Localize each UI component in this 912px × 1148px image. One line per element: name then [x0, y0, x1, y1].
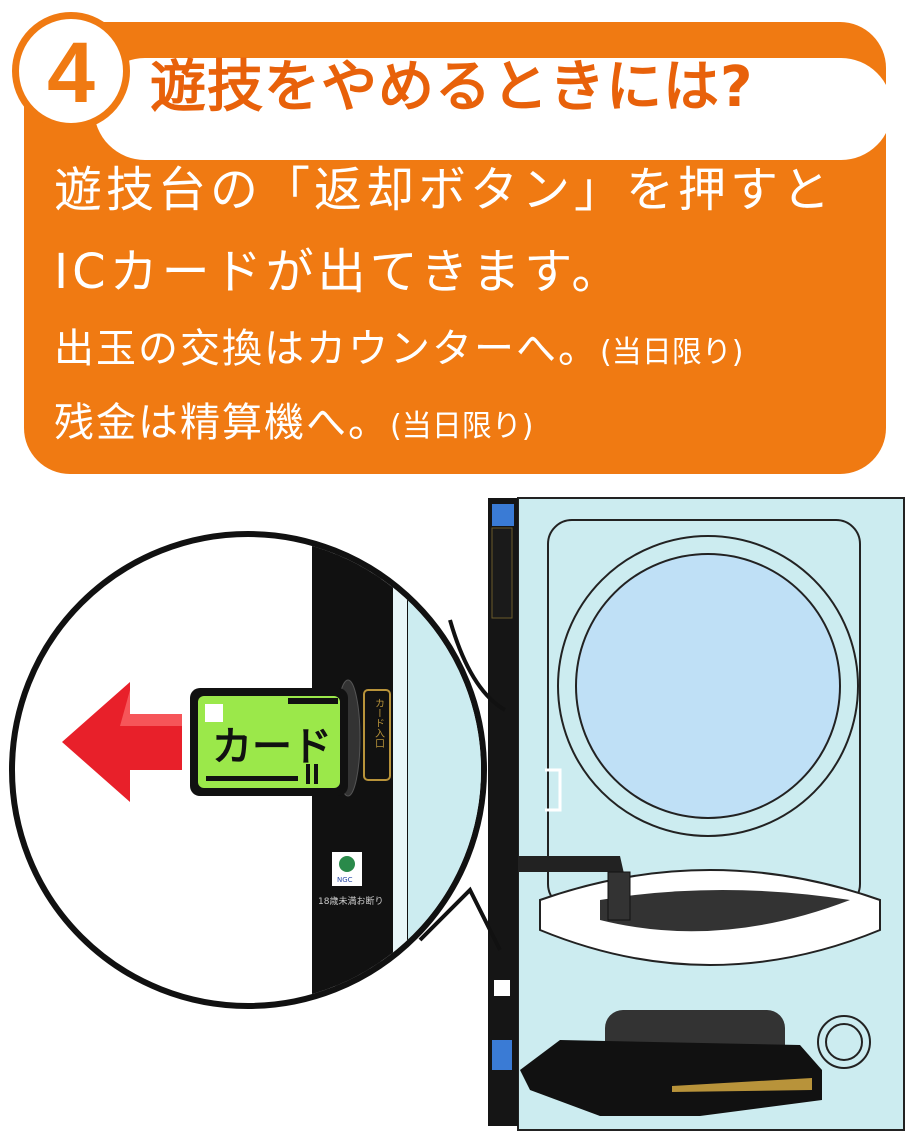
eject-arrow-highlight — [120, 690, 182, 726]
ic-card-mark-2 — [314, 764, 318, 784]
ic-card-mark-1 — [306, 764, 310, 784]
instruction-line-1: 遊技台の「返却ボタン」を押すと — [54, 162, 835, 218]
instruction-line-4-note: (当日限り) — [390, 409, 534, 444]
illustration-svg: カード入口 NGC 18歳未満お断り カード — [9, 497, 905, 1131]
ic-card: カード — [190, 688, 348, 796]
upper-tray-opening — [600, 890, 850, 932]
tray-gold-stripe — [672, 1078, 812, 1092]
eject-arrow-shape — [62, 682, 182, 802]
eject-arrow-icon — [62, 682, 182, 802]
instruction-line-4-main: 残金は精算機へ。 — [54, 400, 390, 446]
instruction-panel — [24, 22, 892, 474]
unit-top-button — [492, 504, 514, 526]
ic-card-label: カード — [212, 724, 332, 770]
tray-lever — [500, 856, 630, 910]
handle-ring-inner — [825, 1023, 863, 1061]
machine-illustration: カード入口 NGC 18歳未満お断り カード — [0, 480, 912, 1148]
step-number: 4 — [47, 25, 95, 121]
slot-label-frame — [363, 689, 391, 781]
ic-card-stripe-top — [288, 698, 338, 704]
instruction-line-4: 残金は精算機へ。(当日限り) — [54, 390, 533, 448]
unit-bottom-button — [492, 1040, 512, 1070]
unit-upper-panel — [491, 527, 513, 619]
instruction-line-3: 出玉の交換はカウンターへ。(当日限り) — [54, 316, 743, 374]
pachinko-machine — [488, 497, 905, 1131]
instruction-line-3-note: (当日限り) — [600, 335, 744, 370]
step-badge: 4 — [12, 12, 130, 130]
age-notice: 18歳未満お断り — [318, 895, 383, 907]
ic-card-chip — [205, 704, 223, 722]
page-title: 遊技をやめるときには? — [150, 55, 754, 120]
unit-logo — [494, 980, 510, 996]
machine-window — [575, 553, 841, 819]
title-banner — [94, 58, 892, 160]
instruction-line-2: ICカードが出てきます。 — [54, 244, 624, 300]
instruction-line-3-main: 出玉の交換はカウンターへ。 — [54, 326, 600, 372]
handle-ring-outer — [817, 1015, 871, 1069]
ic-card-stripe-bottom — [206, 776, 298, 781]
lever-knob — [607, 871, 631, 921]
window-corner-mark — [545, 768, 562, 812]
lower-tray — [520, 1040, 822, 1116]
magnifier-pointer — [418, 619, 507, 951]
slot-label: カード入口 — [373, 698, 385, 748]
ic-card-face — [198, 696, 340, 788]
machine-window-outer — [557, 535, 859, 837]
ngc-logo-mark — [339, 856, 355, 872]
magnifier: カード入口 NGC 18歳未満お断り カード — [9, 531, 507, 1009]
ngc-logo-text: NGC — [337, 876, 353, 884]
